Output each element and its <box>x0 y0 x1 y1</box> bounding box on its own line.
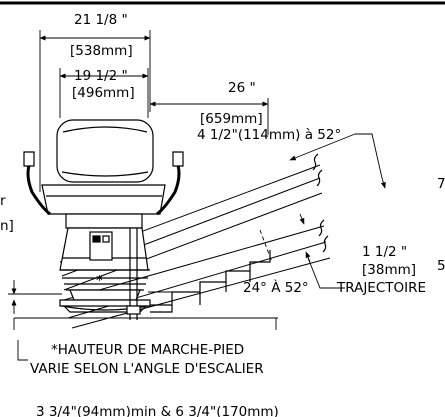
footnote-line-3: 3 3/4"(94mm)min & 6 3/4"(170mm) <box>36 404 279 417</box>
stair-steps <box>150 250 271 313</box>
left-edge-fragment-top: r <box>0 193 6 209</box>
projection-imperial: 26 " <box>228 80 256 96</box>
overall-width-imperial: 21 1/8 " <box>74 12 128 28</box>
angle-range: 24° À 52° <box>243 279 309 296</box>
dimension-labels: 21 1/8 " [538mm] 19 1/2 " [496mm] 26 " [… <box>70 12 426 296</box>
footnote-line-2: VARIE SELON L'ANGLE D'ESCALIER <box>30 361 264 377</box>
step-marker: * <box>96 273 103 289</box>
seat-width-metric: [496mm] <box>72 85 135 101</box>
projection-metric: [659mm] <box>200 111 263 127</box>
left-edge-fragment-bottom: n] <box>0 218 14 234</box>
cropped-edge-text: r n] 7 5 <box>0 176 445 274</box>
stairlift-chair <box>23 119 184 320</box>
footnote-line-1: *HAUTEUR DE MARCHE-PIED <box>51 342 244 358</box>
footrest-offset: 4 1/2"(114mm) à 52° <box>197 127 341 143</box>
rail-clearance-imperial: 1 1/2 " <box>362 244 407 260</box>
footnote: *HAUTEUR DE MARCHE-PIED VARIE SELON L'AN… <box>30 342 279 417</box>
seat-width-imperial: 19 1/2 " <box>74 68 128 84</box>
right-edge-fragment-top: 7 <box>437 176 445 192</box>
dimension-lines <box>8 30 386 361</box>
overall-width-metric: [538mm] <box>70 43 133 59</box>
right-edge-fragment-bottom: 5 <box>437 258 445 274</box>
rail-clearance-metric: [38mm] <box>362 262 416 278</box>
trajectory-label: TRAJECTOIRE <box>336 280 426 296</box>
